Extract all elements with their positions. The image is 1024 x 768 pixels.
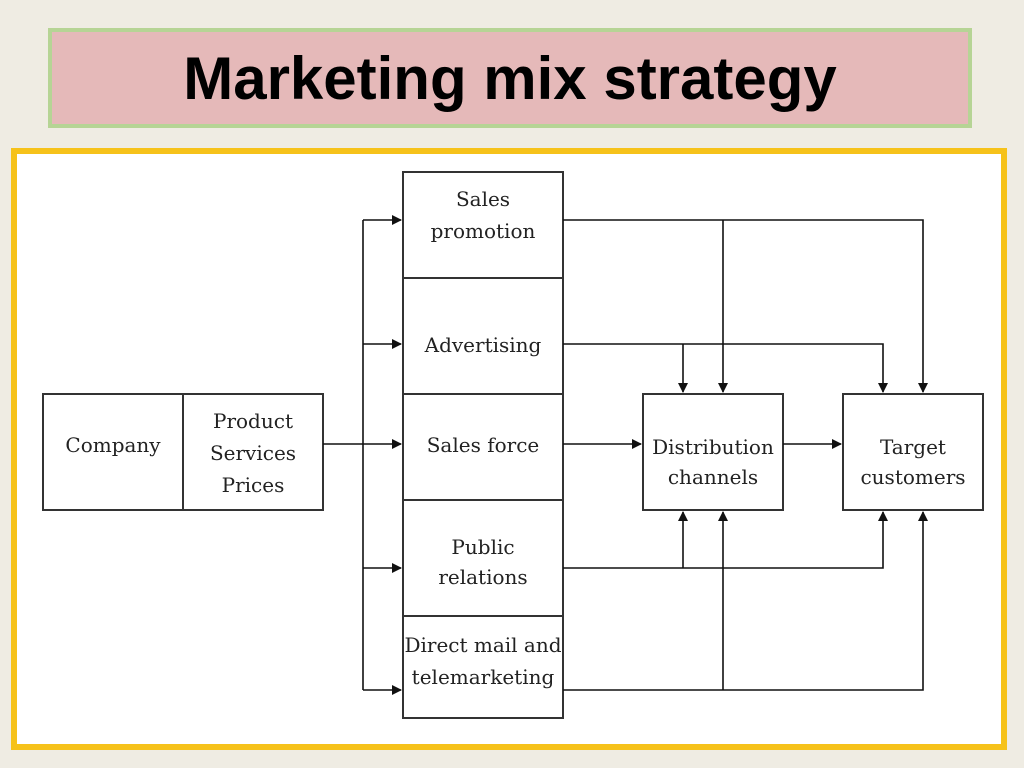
target-label: customers: [860, 465, 965, 489]
promotion-tools-stack: [402, 171, 564, 719]
distribution-label: Distribution: [652, 435, 774, 459]
target-label: Target: [880, 435, 946, 459]
sales-promotion-label: promotion: [431, 219, 536, 243]
sales-force-label: Sales force: [427, 433, 540, 457]
distribution-channels-box: [642, 393, 784, 511]
arrow-sales-promotion-to-target: [563, 219, 928, 393]
sales-promotion-label: Sales: [456, 187, 510, 211]
marketing-mix-diagram: Company Product Services Prices Sales pr…: [42, 171, 984, 719]
diagram-frame: Company Product Services Prices Sales pr…: [11, 148, 1007, 750]
advertising-label: Advertising: [424, 333, 542, 357]
direct-mail-label: telemarketing: [412, 665, 555, 689]
offer-label: Product: [213, 409, 293, 433]
title-banner: Marketing mix strategy: [48, 28, 972, 128]
arrow-advertising-to-target: [563, 343, 888, 393]
offer-label: Services: [210, 441, 296, 465]
public-relations-label: Public: [451, 535, 514, 559]
page-title: Marketing mix strategy: [183, 44, 837, 112]
target-customers-box: [842, 393, 984, 511]
arrow-public-relations-to-target: [563, 511, 888, 569]
company-label: Company: [65, 433, 161, 457]
offer-label: Prices: [222, 473, 285, 497]
public-relations-label: relations: [438, 565, 527, 589]
direct-mail-label: Direct mail and: [404, 633, 561, 657]
distribution-label: channels: [668, 465, 758, 489]
arrow-direct-mail-to-target: [563, 511, 928, 691]
